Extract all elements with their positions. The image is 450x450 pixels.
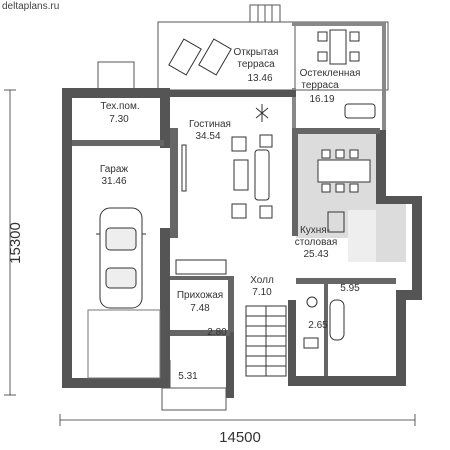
room-label-living-room: Гостиная bbox=[189, 119, 231, 130]
room-label-garage: Гараж bbox=[100, 164, 129, 175]
porch bbox=[161, 360, 227, 411]
room-label-kitchen-dining: Кухня- bbox=[300, 225, 330, 236]
area-hall: 7.10 bbox=[252, 287, 272, 298]
area-entrance-hall: 7.48 bbox=[190, 303, 210, 314]
kitchen-island bbox=[327, 211, 345, 233]
lounger-icons bbox=[168, 38, 232, 76]
area-tech-room: 7.30 bbox=[109, 114, 129, 125]
room-label-open-terrace-2: терраса bbox=[237, 59, 275, 70]
staircase bbox=[245, 305, 287, 377]
width-dimension: 14500 bbox=[219, 429, 261, 446]
area-bathroom: 5.95 bbox=[340, 283, 360, 294]
dining-table-set bbox=[317, 149, 371, 193]
room-labels: Открытая терраса 13.46 Остекленная терра… bbox=[100, 47, 360, 382]
room-label-glazed-terrace-2: терраса bbox=[301, 80, 339, 91]
room-label-kitchen-dining-2: столовая bbox=[295, 237, 338, 248]
area-glazed-terrace: 16.19 bbox=[309, 94, 334, 105]
room-label-tech-room: Тех.пом. bbox=[100, 101, 139, 112]
height-dimension: 15300 bbox=[7, 222, 24, 264]
site-watermark: deltaplans.ru bbox=[2, 1, 60, 12]
glazed-terrace-frame bbox=[292, 22, 386, 130]
interior-walls bbox=[72, 128, 396, 376]
bath-fixtures bbox=[303, 296, 345, 349]
terrace-outline bbox=[157, 4, 389, 128]
living-furniture bbox=[181, 134, 273, 219]
room-label-entrance-hall: Прихожая bbox=[177, 290, 223, 301]
palm-plant-icon bbox=[255, 104, 269, 122]
tech-door-area bbox=[97, 61, 135, 91]
room-label-hall: Холл bbox=[250, 275, 274, 286]
garage-door bbox=[87, 309, 161, 379]
room-label-glazed-terrace: Остекленная bbox=[300, 68, 361, 79]
room-label-open-terrace: Открытая bbox=[234, 47, 279, 58]
area-open-terrace: 13.46 bbox=[247, 73, 272, 84]
area-wc: 2.65 bbox=[308, 320, 328, 331]
dimension-lines bbox=[4, 89, 416, 426]
terrace-dining-set bbox=[317, 29, 376, 119]
area-vestibule: 2.80 bbox=[207, 327, 227, 338]
area-garage: 31.46 bbox=[101, 176, 126, 187]
area-living-room: 34.54 bbox=[195, 131, 220, 142]
floor-fills bbox=[296, 130, 406, 262]
area-kitchen-dining: 25.43 bbox=[303, 249, 328, 260]
area-porch: 5.31 bbox=[178, 371, 198, 382]
car-icon bbox=[96, 207, 146, 309]
exterior-walls bbox=[62, 88, 422, 398]
wardrobe bbox=[175, 259, 227, 275]
